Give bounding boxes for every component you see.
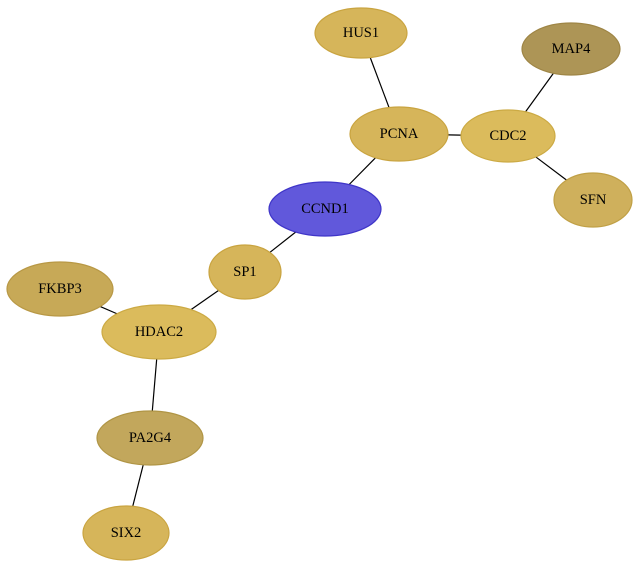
- node-ellipse[interactable]: [553, 172, 633, 228]
- node-ellipse[interactable]: [349, 106, 449, 162]
- node-ellipse[interactable]: [460, 109, 556, 163]
- node-pa2g4[interactable]: PA2G4: [96, 410, 204, 466]
- node-ccnd1[interactable]: CCND1: [268, 181, 382, 237]
- node-ellipse[interactable]: [96, 410, 204, 466]
- node-sfn[interactable]: SFN: [553, 172, 633, 228]
- node-ellipse[interactable]: [6, 261, 114, 317]
- node-label: CDC2: [489, 128, 526, 144]
- node-ellipse[interactable]: [521, 22, 621, 76]
- node-fkbp3[interactable]: FKBP3: [6, 261, 114, 317]
- node-sp1[interactable]: SP1: [208, 244, 282, 300]
- edge-pcna-ccnd1: [348, 157, 377, 186]
- node-pcna[interactable]: PCNA: [349, 106, 449, 162]
- edge-cdc2-sfn: [535, 156, 567, 181]
- node-hus1[interactable]: HUS1: [314, 7, 408, 59]
- node-label: HUS1: [343, 25, 379, 41]
- edge-cdc2-map4: [524, 72, 554, 113]
- edge-hus1-pcna: [369, 57, 390, 108]
- edge-fkbp3-hdac2: [100, 305, 118, 315]
- node-ellipse[interactable]: [101, 304, 217, 360]
- node-map4[interactable]: MAP4: [521, 22, 621, 76]
- edges-layer: [100, 57, 567, 507]
- node-label: PCNA: [380, 126, 419, 142]
- node-hdac2[interactable]: HDAC2: [101, 304, 217, 360]
- node-label: HDAC2: [135, 324, 183, 340]
- node-label: SIX2: [111, 525, 142, 541]
- node-ellipse[interactable]: [268, 181, 382, 237]
- node-cdc2[interactable]: CDC2: [460, 109, 556, 163]
- node-ellipse[interactable]: [208, 244, 282, 300]
- node-label: FKBP3: [38, 281, 82, 297]
- edge-pa2g4-six2: [132, 464, 144, 507]
- node-ellipse[interactable]: [82, 505, 170, 561]
- node-label: PA2G4: [129, 430, 172, 446]
- edge-sp1-hdac2: [190, 289, 219, 311]
- node-ellipse[interactable]: [314, 7, 408, 59]
- node-label: CCND1: [301, 201, 349, 217]
- edge-ccnd1-sp1: [269, 231, 297, 253]
- edge-hdac2-pa2g4: [151, 358, 158, 412]
- node-label: MAP4: [552, 41, 591, 57]
- node-label: SP1: [233, 264, 256, 280]
- node-six2[interactable]: SIX2: [82, 505, 170, 561]
- node-label: SFN: [580, 192, 607, 208]
